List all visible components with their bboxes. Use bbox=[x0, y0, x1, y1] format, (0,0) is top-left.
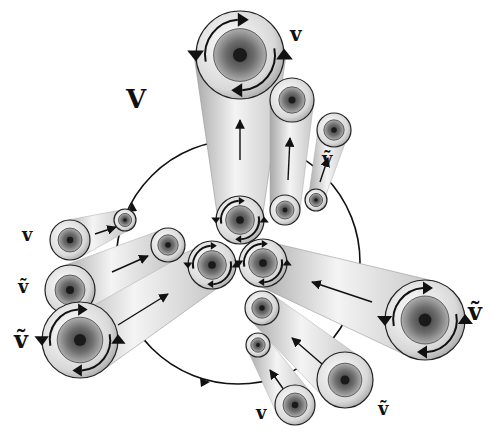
vortex-label: ṽ bbox=[14, 328, 28, 352]
vortex-label: ṽ bbox=[322, 150, 332, 168]
vortex-label: ṽ bbox=[378, 400, 388, 418]
vortex-label: v bbox=[290, 24, 302, 44]
vortex-label: v bbox=[22, 226, 32, 244]
vortex-label: ṽ bbox=[468, 300, 482, 324]
vortex-label: v bbox=[256, 404, 266, 422]
field-label: V bbox=[126, 86, 146, 112]
vortex-label: ṽ bbox=[18, 278, 28, 296]
